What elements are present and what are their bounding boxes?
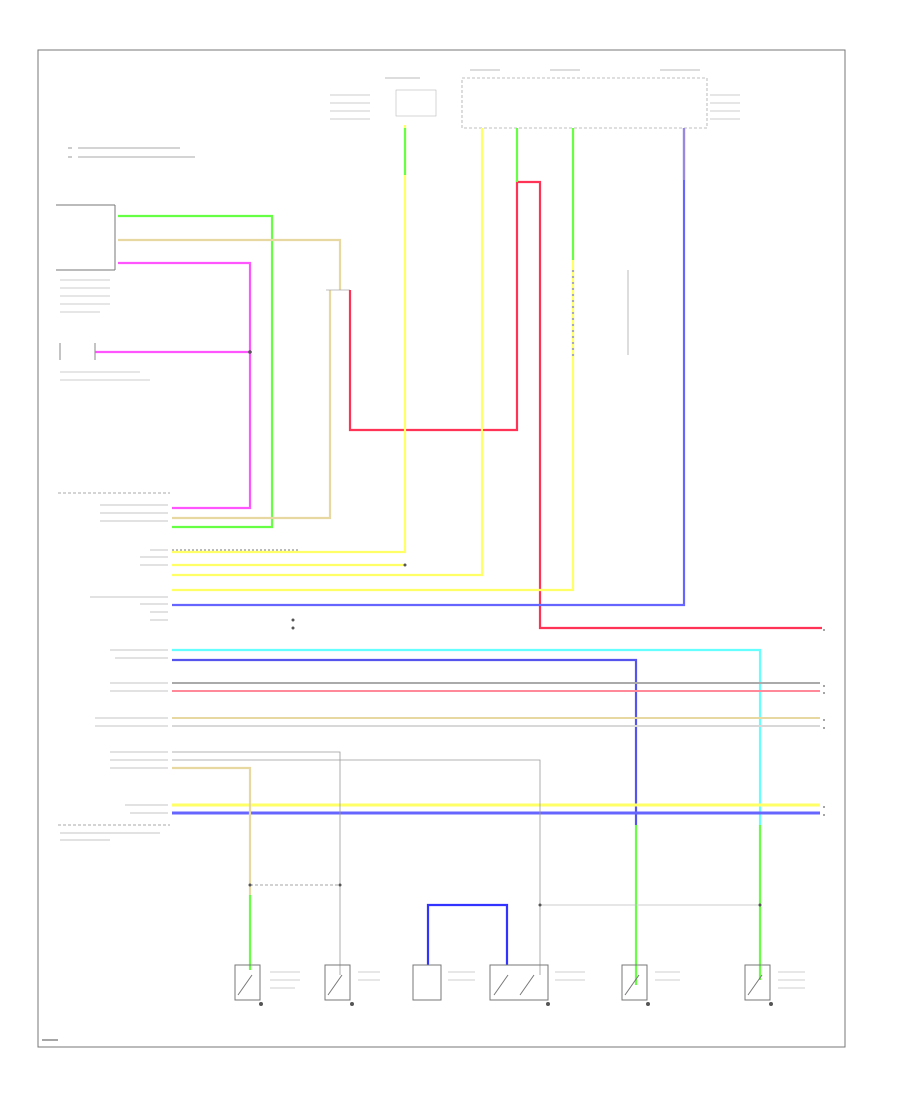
wire-blue-2 xyxy=(172,658,638,825)
ground-symbols xyxy=(259,1002,773,1006)
sensor-block-left xyxy=(56,204,116,313)
wire-door-2 xyxy=(172,759,541,900)
wire-blue-lamp xyxy=(426,903,509,965)
wire-yellow-1 xyxy=(172,125,407,554)
bcm-pin-labels xyxy=(60,504,168,841)
legend-block xyxy=(68,147,195,158)
wire-cyan xyxy=(172,648,762,825)
wire-red-loop xyxy=(348,180,519,432)
wire-yellow-2 xyxy=(172,128,484,577)
switch-components xyxy=(234,964,771,1001)
wire-door-1 xyxy=(172,751,341,885)
wire-red-right xyxy=(517,180,822,630)
wire-tan-bcm xyxy=(172,290,332,520)
right-end-marks xyxy=(823,629,825,816)
wire-yellow-3 xyxy=(172,128,575,592)
optical-sensor-block xyxy=(59,343,150,381)
splice-dots xyxy=(248,350,762,907)
wire-blue-1 xyxy=(172,128,686,607)
wire-pink-sensor xyxy=(118,261,252,510)
diagram-frame xyxy=(37,49,846,1048)
component-labels xyxy=(270,971,805,989)
fuse-block-top xyxy=(330,69,740,129)
wire-door-3 xyxy=(172,766,252,895)
wire-green-sensor xyxy=(118,214,274,529)
wire-tan-sensor xyxy=(118,238,342,290)
